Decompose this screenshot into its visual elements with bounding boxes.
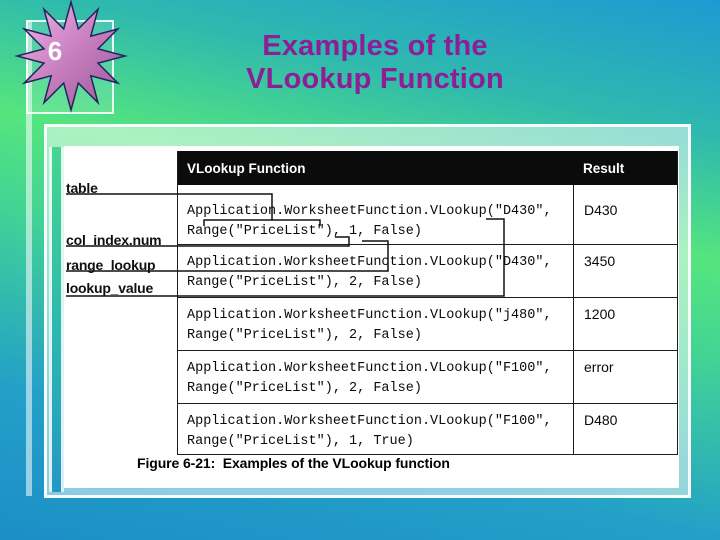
vlookup-table: VLookup Function Result Application.Work… — [177, 151, 678, 455]
code-cell: Application.WorksheetFunction.VLookup("D… — [187, 204, 552, 239]
table-row: Application.WorksheetFunction.VLookup("F… — [178, 351, 677, 404]
callout-label-lookup-value: lookup_value — [66, 280, 154, 296]
figure-caption: Figure 6-21: Examples of the VLookup fun… — [137, 455, 450, 471]
result-cell: 1200 — [573, 298, 677, 350]
code-cell: Application.WorksheetFunction.VLookup("F… — [187, 361, 552, 396]
slide-title: Examples of the VLookup Function — [180, 30, 570, 96]
left-inner-frame — [49, 147, 64, 492]
result-cell: D480 — [573, 404, 677, 455]
table-row: Application.WorksheetFunction.VLookup("F… — [178, 404, 677, 455]
callout-label-range-lookup: range_lookup — [66, 257, 156, 273]
result-cell: 3450 — [573, 245, 677, 297]
callout-label-col-index: col_index.num — [66, 232, 162, 248]
slide-title-line1: Examples of the — [262, 30, 488, 62]
starburst-icon — [14, 0, 128, 113]
code-cell: Application.WorksheetFunction.VLookup("j… — [187, 308, 552, 343]
table-row: Application.WorksheetFunction.VLookup("j… — [178, 298, 677, 351]
table-header-row: VLookup Function Result — [178, 151, 677, 185]
header-cell-result: Result — [583, 160, 625, 176]
starburst-shape — [14, 0, 128, 113]
code-cell: Application.WorksheetFunction.VLookup("F… — [187, 414, 552, 449]
code-cell: Application.WorksheetFunction.VLookup("D… — [187, 255, 552, 290]
starburst-badge: 6 — [4, 0, 138, 117]
slide-number: 6 — [47, 36, 63, 66]
callout-label-table: table — [66, 180, 98, 196]
left-accent-stripe — [26, 20, 32, 496]
table-row: Application.WorksheetFunction.VLookup("D… — [178, 245, 677, 298]
header-cell-function: VLookup Function — [187, 160, 306, 176]
table-row: Application.WorksheetFunction.VLookup("D… — [178, 185, 677, 245]
figure-image: table col_index.num range_lookup lookup_… — [64, 146, 679, 488]
result-cell: D430 — [573, 185, 677, 244]
slide-title-line2: VLookup Function — [246, 63, 504, 95]
result-cell: error — [573, 351, 677, 403]
